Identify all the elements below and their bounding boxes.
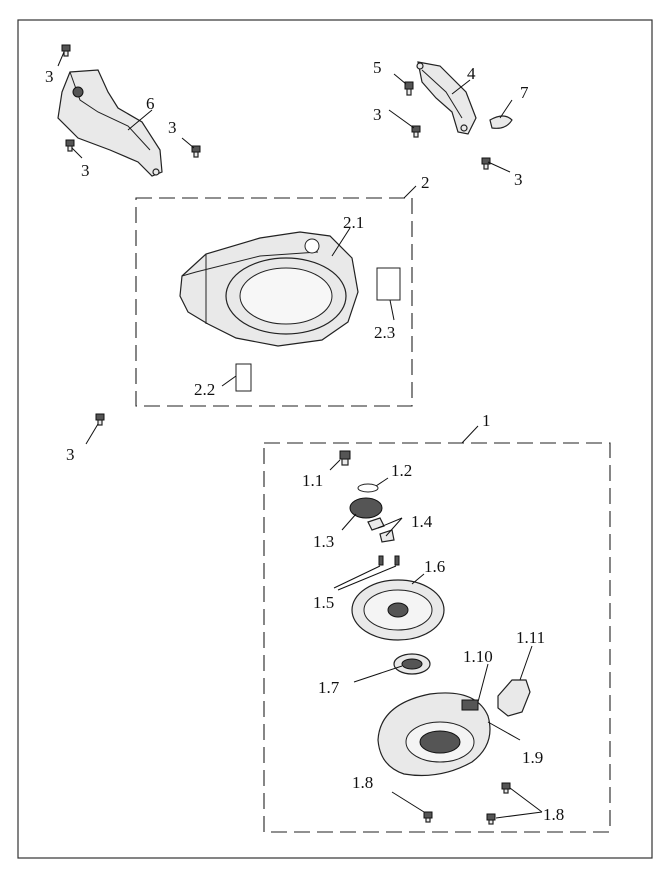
part-2-1-blower-housing (179, 231, 359, 347)
callout-1-8-left: 1.8 (352, 773, 373, 792)
part-3-screw-f (95, 413, 105, 426)
part-1-8-screw-a (423, 811, 433, 823)
callout-3-left: 3 (66, 445, 75, 464)
part-2-2-label-plate (235, 363, 252, 392)
callout-1-10: 1.10 (463, 647, 493, 666)
callout-1-9: 1.9 (522, 748, 543, 767)
callout-5: 5 (373, 58, 382, 77)
callout-1-11: 1.11 (516, 628, 545, 647)
callout-3-top-left: 3 (45, 67, 54, 86)
group-2-dashed-box (135, 197, 413, 407)
callout-4: 4 (467, 64, 476, 83)
callout-1-6: 1.6 (424, 557, 445, 576)
part-1-3-ratchet (349, 497, 383, 519)
part-3-screw-e (481, 157, 491, 170)
part-1-1-bolt (339, 450, 351, 466)
callout-1-7: 1.7 (318, 678, 340, 697)
callout-6: 6 (146, 94, 155, 113)
part-1-9-starter-case (377, 692, 491, 777)
callout-1-1: 1.1 (302, 471, 323, 490)
leader-lines (57, 51, 543, 819)
diagram-border (17, 19, 653, 859)
callout-2-3: 2.3 (374, 323, 395, 342)
part-3-screw-a (61, 44, 71, 57)
part-6-shroud-cover (57, 69, 163, 177)
callout-3-shroud-right: 3 (168, 118, 177, 137)
part-1-7-spiral-spring (393, 653, 431, 675)
callout-3-shroud-bottom: 3 (81, 161, 90, 180)
part-5-bolt (404, 81, 414, 96)
callout-1-8-right: 1.8 (543, 805, 564, 824)
callout-1: 1 (482, 411, 491, 430)
callout-2: 2 (421, 173, 430, 192)
part-1-8-screw-b (501, 782, 511, 794)
part-1-4-pawls (367, 517, 395, 543)
part-2-3-label-plate (376, 267, 401, 301)
callout-3-right: 3 (514, 170, 523, 189)
part-3-screw-d (411, 125, 421, 138)
callout-2-2: 2.2 (194, 380, 215, 399)
callout-1-5: 1.5 (313, 593, 334, 612)
part-3-screw-c (191, 145, 201, 158)
callout-2-1: 2.1 (343, 213, 364, 232)
part-1-6-pulley (351, 579, 445, 641)
callout-3-guard: 3 (373, 105, 382, 124)
part-1-8-screw-c (486, 813, 496, 825)
part-1-5-springs (378, 555, 400, 566)
part-1-10-rope-guide (461, 699, 479, 711)
group-1-dashed-box (263, 442, 611, 833)
callout-1-3: 1.3 (313, 532, 334, 551)
part-1-2-washer (357, 483, 379, 493)
part-1-11-starter-handle (497, 679, 531, 717)
callout-1-4: 1.4 (411, 512, 433, 531)
part-7-knob (489, 115, 513, 129)
part-4-guard (416, 61, 477, 135)
callout-1-2: 1.2 (391, 461, 412, 480)
callout-7: 7 (520, 83, 529, 102)
